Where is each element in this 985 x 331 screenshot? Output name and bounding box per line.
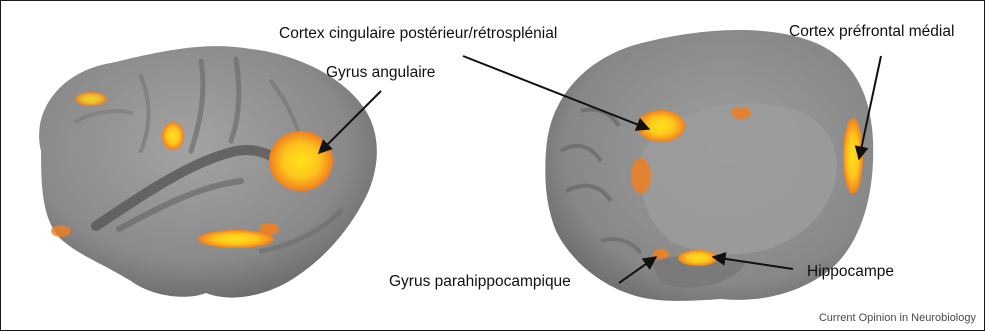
label-cortex-prefrontal: Cortex préfrontal médial: [789, 23, 954, 41]
activation-frontal-edge: [75, 92, 107, 106]
activation-angular-gyrus: [269, 131, 333, 191]
label-hippocampe: Hippocampe: [807, 263, 894, 281]
activation-posterior-cingulate: [637, 110, 685, 142]
activation-frontal-spot: [162, 122, 184, 150]
lateral-hemisphere: [39, 46, 377, 297]
label-gyrus-parahippocampique: Gyrus parahippocampique: [389, 273, 571, 291]
label-cortex-cingulaire: Cortex cingulaire postérieur/rétrospléni…: [279, 25, 557, 43]
label-gyrus-angulaire: Gyrus angulaire: [326, 64, 435, 82]
activation-hippocampus: [678, 250, 718, 266]
medial-hemisphere: [545, 30, 873, 301]
credit-text: Current Opinion in Neurobiology: [819, 312, 976, 324]
